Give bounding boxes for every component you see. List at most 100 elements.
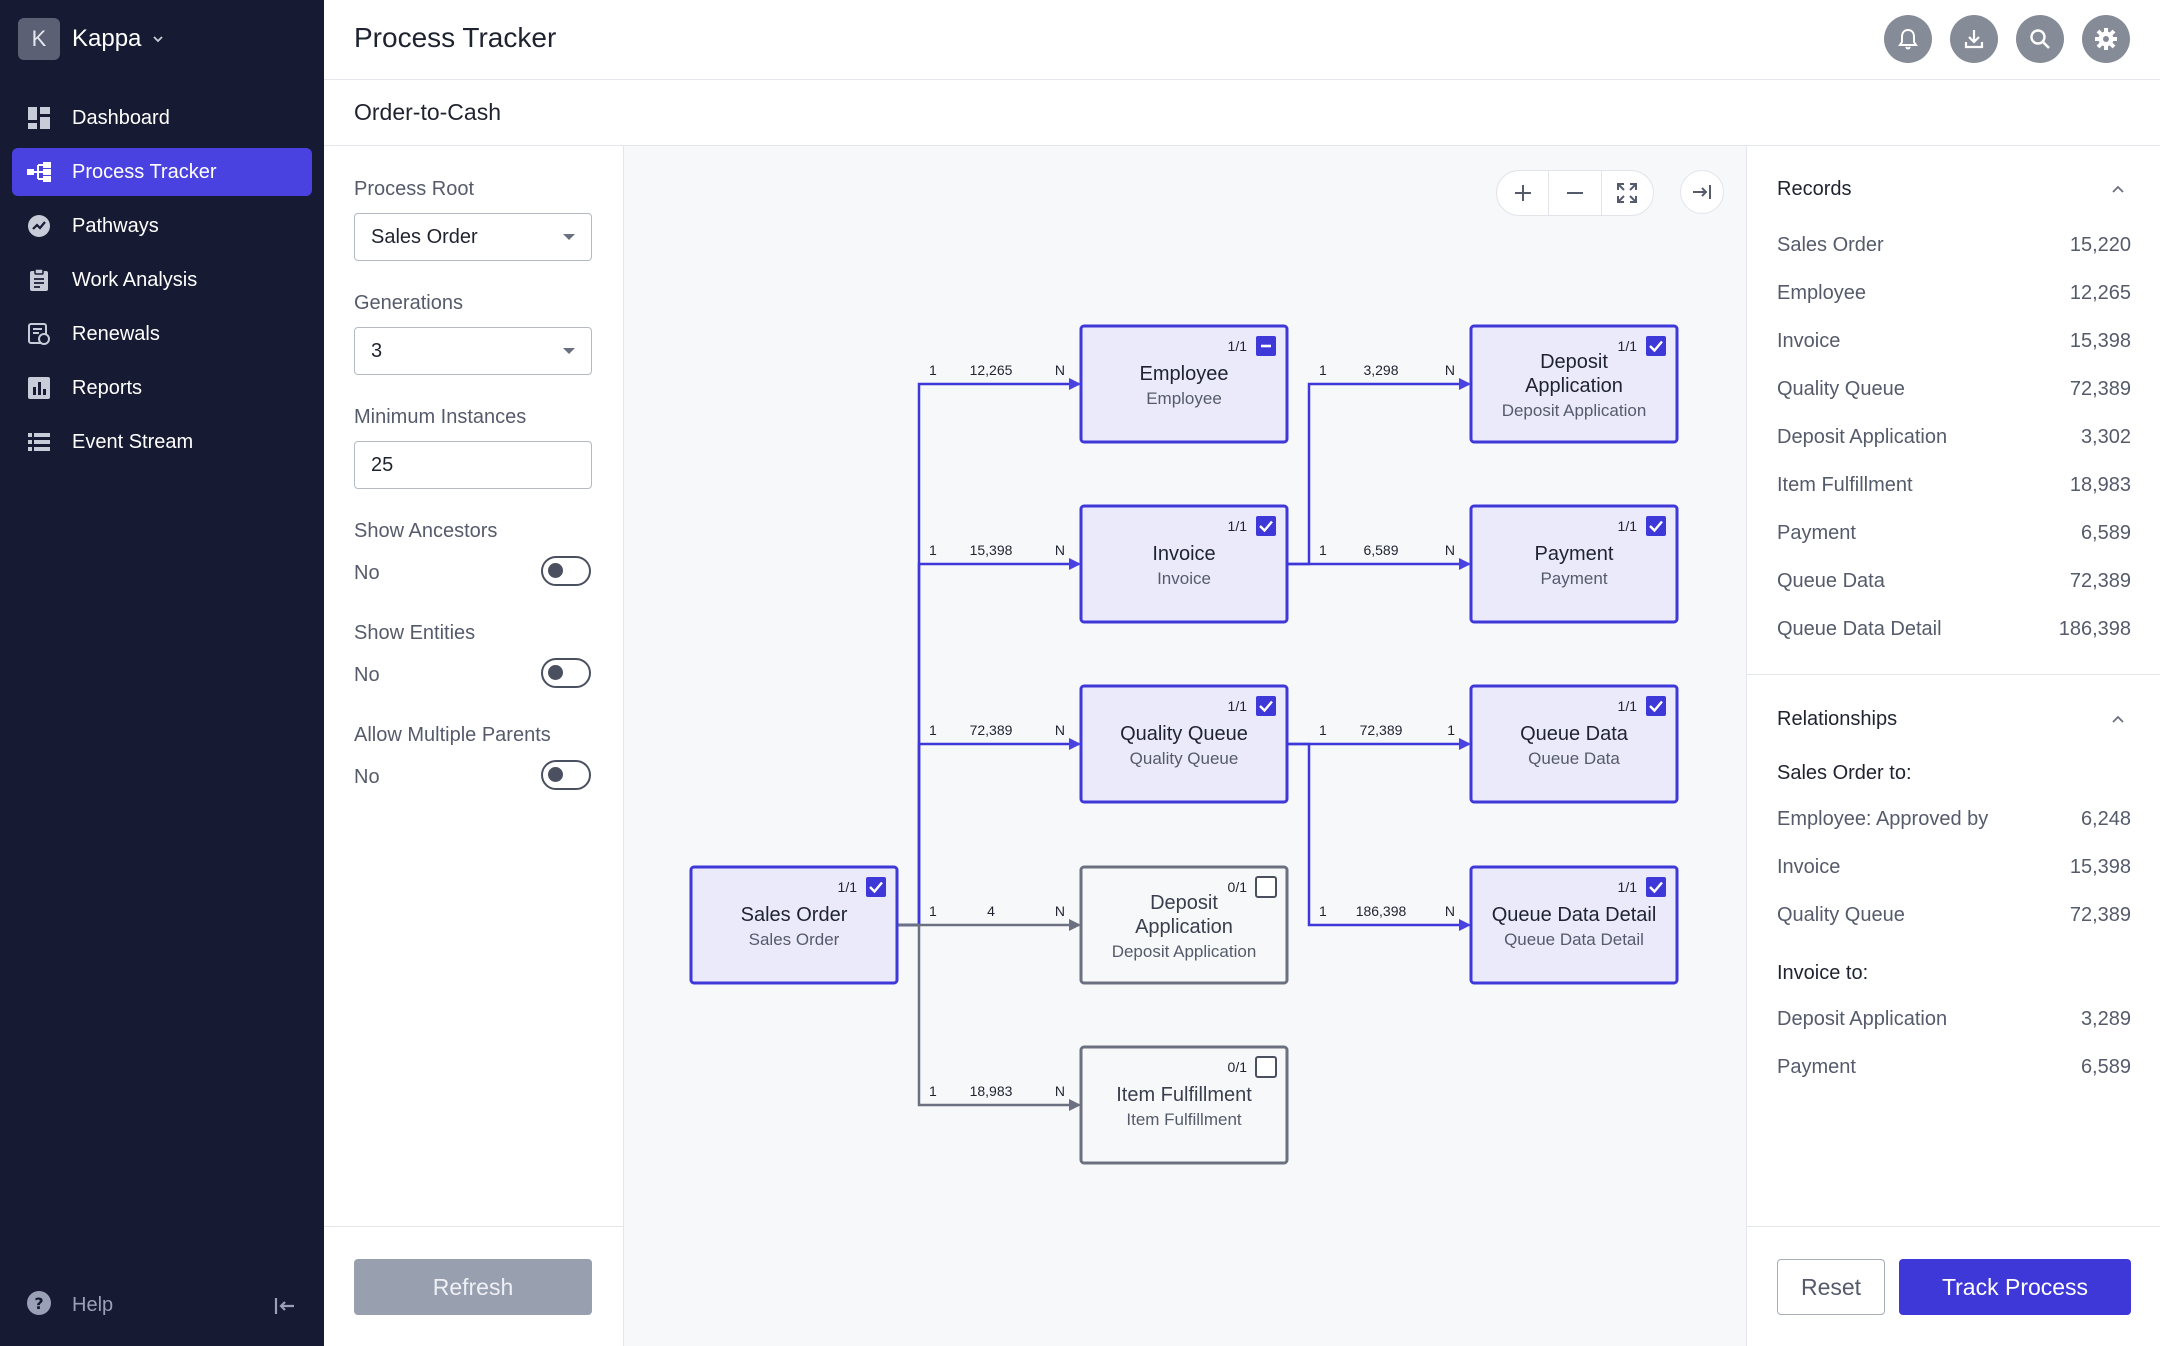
svg-text:?: ? — [34, 1294, 43, 1313]
relationship-label: Deposit Application — [1777, 1008, 1948, 1030]
checkbox-checked-icon[interactable] — [1646, 877, 1666, 897]
download-button[interactable] — [1950, 15, 1998, 63]
workspace-switcher[interactable]: K Kappa — [18, 18, 165, 60]
allow-multiple-parents-toggle[interactable] — [541, 760, 591, 790]
sub-header: Order-to-Cash — [324, 80, 2160, 146]
checkbox-checked-icon[interactable] — [1646, 696, 1666, 716]
node-count: 1/1 — [1618, 518, 1638, 534]
help-link[interactable]: ? Help — [26, 1290, 113, 1321]
sidebar-item-process-tracker[interactable]: Process Tracker — [12, 148, 312, 196]
chevron-up-icon[interactable] — [2109, 710, 2127, 728]
toggle-side-panel-button[interactable] — [1680, 170, 1724, 214]
toggle-knob — [548, 665, 563, 680]
record-count: 3,302 — [2080, 426, 2131, 448]
sidebar-item-pathways[interactable]: Pathways — [12, 202, 312, 250]
sidebar-item-renewals[interactable]: Renewals — [12, 310, 312, 358]
search-button[interactable] — [2016, 15, 2064, 63]
sidebar-item-reports[interactable]: Reports — [12, 364, 312, 412]
checkbox-checked-icon[interactable] — [866, 877, 886, 897]
fit-screen-button[interactable] — [1602, 171, 1653, 215]
node-count: 0/1 — [1228, 1059, 1248, 1075]
edge-cardinality-right: N — [1445, 542, 1455, 558]
min-instances-label: Minimum Instances — [354, 406, 527, 428]
node-subtitle: Deposit Application — [1502, 401, 1647, 420]
indeterminate-checkbox-icon[interactable] — [1256, 336, 1276, 356]
allow-multiple-parents-label: Allow Multiple Parents — [354, 724, 551, 746]
settings-button[interactable] — [2082, 15, 2130, 63]
node-subtitle: Sales Order — [749, 930, 840, 949]
record-count: 18,983 — [2069, 474, 2131, 496]
generations-select[interactable]: 3 — [354, 327, 592, 375]
checkbox-empty-icon[interactable] — [1255, 876, 1277, 898]
node-count: 0/1 — [1228, 879, 1248, 895]
node-box — [689, 865, 899, 985]
edge-count: 6,589 — [1363, 542, 1398, 558]
edge-line — [897, 738, 1081, 927]
reset-button[interactable]: Reset — [1777, 1259, 1885, 1315]
edge-count: 15,398 — [970, 542, 1013, 558]
show-ancestors-toggle[interactable] — [541, 556, 591, 586]
node-count: 1/1 — [838, 879, 858, 895]
collapse-sidebar-icon[interactable] — [272, 1293, 298, 1319]
checkbox-checked-icon[interactable] — [1646, 336, 1666, 356]
record-label: Quality Queue — [1777, 378, 1905, 400]
search-icon — [2030, 29, 2050, 49]
edge-cardinality-right: N — [1055, 903, 1065, 919]
relationship-label: Payment — [1777, 1056, 1856, 1078]
checkbox-checked-icon[interactable] — [1646, 516, 1666, 536]
sidebar-item-event-stream[interactable]: Event Stream — [12, 418, 312, 466]
dashboard-icon — [26, 105, 52, 131]
relationship-count: 6,248 — [2080, 808, 2131, 830]
show-entities-toggle[interactable] — [541, 658, 591, 688]
chevron-up-icon[interactable] — [2109, 180, 2127, 198]
sidebar-item-dashboard[interactable]: Dashboard — [12, 94, 312, 142]
checkbox-checked-icon[interactable] — [1256, 516, 1276, 536]
relationship-label: Invoice — [1777, 856, 1841, 878]
expand-icon — [1617, 183, 1638, 203]
edge-cardinality-right: N — [1445, 903, 1455, 919]
node-box — [1079, 324, 1289, 444]
edge-count: 3,298 — [1363, 362, 1398, 378]
process-root-select[interactable]: Sales Order — [354, 213, 592, 261]
details-footer: Reset Track Process — [1747, 1226, 2160, 1346]
generations-label: Generations — [354, 292, 463, 314]
sidebar-item-work-analysis[interactable]: Work Analysis — [12, 256, 312, 304]
toggle-knob — [548, 767, 563, 782]
edge-cardinality-left: 1 — [929, 722, 937, 738]
checkbox-empty-icon[interactable] — [1255, 1056, 1277, 1078]
record-count: 15,220 — [2069, 234, 2131, 256]
show-entities-label: Show Entities — [354, 622, 476, 644]
sidebar-item-label: Process Tracker — [72, 160, 217, 183]
track-process-button[interactable]: Track Process — [1899, 1259, 2131, 1315]
checkbox-checked-icon[interactable] — [1256, 696, 1276, 716]
notifications-button[interactable] — [1884, 15, 1932, 63]
zoom-in-button[interactable] — [1497, 171, 1550, 215]
refresh-button[interactable]: Refresh — [354, 1259, 592, 1315]
zoom-out-button[interactable] — [1549, 171, 1602, 215]
process-name: Order-to-Cash — [354, 99, 501, 125]
caret-down-icon — [563, 348, 575, 354]
min-instances-input[interactable]: 25 — [354, 441, 592, 489]
filter-panel: Process Root Sales Order Generations 3 M… — [324, 146, 624, 1346]
